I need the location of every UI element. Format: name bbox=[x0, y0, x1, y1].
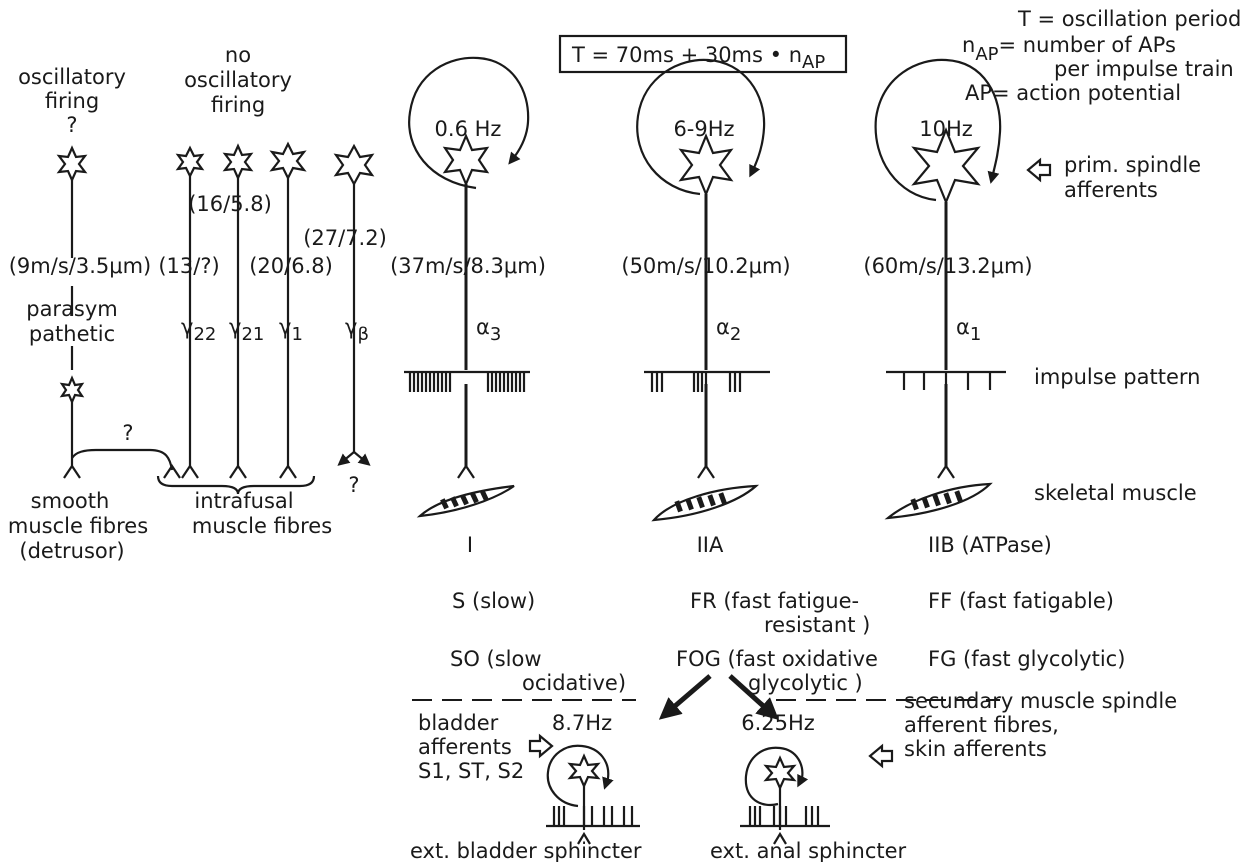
no-osc-label-3: firing bbox=[211, 93, 265, 117]
gamma-21-label: γ21 bbox=[229, 315, 264, 345]
ext-anal-sphincter-label: ext. anal sphincter bbox=[710, 839, 907, 862]
metab-FOG-label-1: FOG (fast oxidative bbox=[676, 647, 878, 671]
freq-anal: 6.25Hz bbox=[741, 711, 815, 735]
smooth-label-2: muscle fibres bbox=[8, 514, 148, 538]
legend-n: n bbox=[962, 33, 975, 57]
type-I-label: I bbox=[467, 533, 473, 557]
bladder-afferent-arrow bbox=[530, 736, 552, 756]
bladder-afferents-3: S1, ST, S2 bbox=[418, 759, 524, 783]
osc-firing-label-1: oscillatory bbox=[18, 65, 126, 89]
intrafusal-label-1: intrafusal bbox=[194, 489, 293, 513]
type-IIA-label: IIA bbox=[697, 533, 724, 557]
legend-line-3: per impulse train bbox=[1054, 57, 1234, 81]
secondary-afferents-3: skin afferents bbox=[904, 737, 1047, 761]
metab-FOG-label-2: glycolytic ) bbox=[748, 671, 863, 695]
metab-FG-label: FG (fast glycolytic) bbox=[928, 647, 1125, 671]
secondary-afferent-arrow bbox=[870, 746, 892, 766]
alpha3-label: α3 bbox=[476, 315, 501, 345]
velocity-parasym: (9m/s/3.5μm) bbox=[9, 254, 152, 278]
neuron-gamma-1 bbox=[272, 144, 304, 466]
alpha1-velocity: (60m/s/13.2μm) bbox=[863, 254, 1032, 278]
alpha2-label: α2 bbox=[716, 315, 741, 345]
no-osc-label-2: oscillatory bbox=[184, 68, 292, 92]
anal-sphincter-neuron bbox=[740, 748, 830, 844]
alpha1-freq: 10Hz bbox=[919, 117, 973, 141]
fog-arrow-left bbox=[668, 676, 710, 712]
smooth-label-3: (detrusor) bbox=[19, 539, 124, 563]
intrafusal-label-2: muscle fibres bbox=[192, 514, 332, 538]
muscle-fibre-I bbox=[420, 486, 514, 516]
legend-line-2: = number of APs bbox=[998, 33, 1175, 57]
gamma-beta-question: ? bbox=[348, 473, 359, 497]
muscle-fibre-IIB bbox=[888, 484, 990, 518]
formula-sub: AP bbox=[802, 52, 825, 73]
alpha2-velocity: (50m/s/10.2μm) bbox=[621, 254, 790, 278]
no-osc-label-1: no bbox=[225, 43, 251, 67]
neuron-gamma-beta bbox=[336, 146, 372, 452]
prim-spindle-label-2: afferents bbox=[1064, 178, 1158, 202]
bladder-afferents-2: afferents bbox=[418, 735, 512, 759]
alpha1-label: α1 bbox=[956, 315, 981, 345]
bladder-afferents-1: bladder bbox=[418, 711, 499, 735]
legend: T = oscillation period nAP= number of AP… bbox=[962, 7, 1241, 105]
left-endplates bbox=[64, 452, 366, 478]
alpha3-velocity: (37m/s/8.3μm) bbox=[390, 254, 546, 278]
metab-SO-label-1: SO (slow bbox=[450, 647, 542, 671]
osc-firing-question: ? bbox=[66, 113, 77, 137]
impulse-pattern-alpha2 bbox=[644, 372, 770, 392]
speed-S-label: S (slow) bbox=[452, 589, 535, 613]
gamma-1-label: γ1 bbox=[279, 315, 303, 345]
velocity-gamma-beta: (27/7.2) bbox=[303, 226, 387, 250]
parasym-label-1: parasym bbox=[26, 297, 118, 321]
alpha2-freq: 6-9Hz bbox=[673, 117, 734, 141]
legend-line-1: T = oscillation period bbox=[1017, 7, 1241, 31]
alpha3-freq: 0.6 Hz bbox=[435, 117, 502, 141]
bladder-sphincter-neuron bbox=[546, 746, 640, 844]
impulse-pattern-label: impulse pattern bbox=[1034, 365, 1200, 389]
speed-FR-label-2: resistant ) bbox=[764, 613, 870, 637]
velocity-gamma1: (20/6.8) bbox=[249, 254, 333, 278]
gamma-beta-label: γβ bbox=[345, 315, 369, 345]
formula-box: T = 70ms + 30ms • nAP bbox=[560, 36, 846, 73]
velocity-gamma21: (16/5.8) bbox=[188, 192, 272, 216]
skeletal-muscle-label: skeletal muscle bbox=[1034, 481, 1197, 505]
secondary-afferents-1: secundary muscle spindle bbox=[904, 689, 1177, 713]
parasym-ganglion-neuron bbox=[62, 378, 172, 470]
prim-spindle-label-1: prim. spindle bbox=[1064, 153, 1201, 177]
ext-bladder-sphincter-label: ext. bladder sphincter bbox=[410, 839, 642, 862]
prim-spindle-arrow bbox=[1028, 160, 1050, 180]
speed-FF-label: FF (fast fatigable) bbox=[928, 589, 1114, 613]
metab-SO-label-2: ocidative) bbox=[522, 671, 626, 695]
secondary-afferents-2: afferent fibres, bbox=[904, 713, 1059, 737]
type-IIB-label: IIB (ATPase) bbox=[928, 533, 1052, 557]
gamma-22-label: γ22 bbox=[181, 315, 216, 345]
parasym-label-2: pathetic bbox=[29, 322, 115, 346]
neuron-parasympathetic bbox=[59, 148, 85, 316]
velocity-gamma22: (13/?) bbox=[158, 254, 219, 278]
freq-bladder: 8.7Hz bbox=[552, 711, 612, 735]
formula-text: T = 70ms + 30ms • n bbox=[571, 43, 802, 67]
speed-FR-label-1: FR (fast fatigue- bbox=[690, 589, 859, 613]
osc-firing-label-2: firing bbox=[45, 89, 99, 113]
smooth-label-1: smooth bbox=[31, 489, 110, 513]
impulse-pattern-alpha1 bbox=[886, 372, 1006, 390]
parasym-question: ? bbox=[122, 421, 133, 445]
muscle-fibre-IIA bbox=[654, 486, 756, 520]
svg-text:T = 70ms + 30ms • nAP: T = 70ms + 30ms • nAP bbox=[571, 43, 825, 73]
legend-n-sub: AP bbox=[975, 44, 998, 65]
